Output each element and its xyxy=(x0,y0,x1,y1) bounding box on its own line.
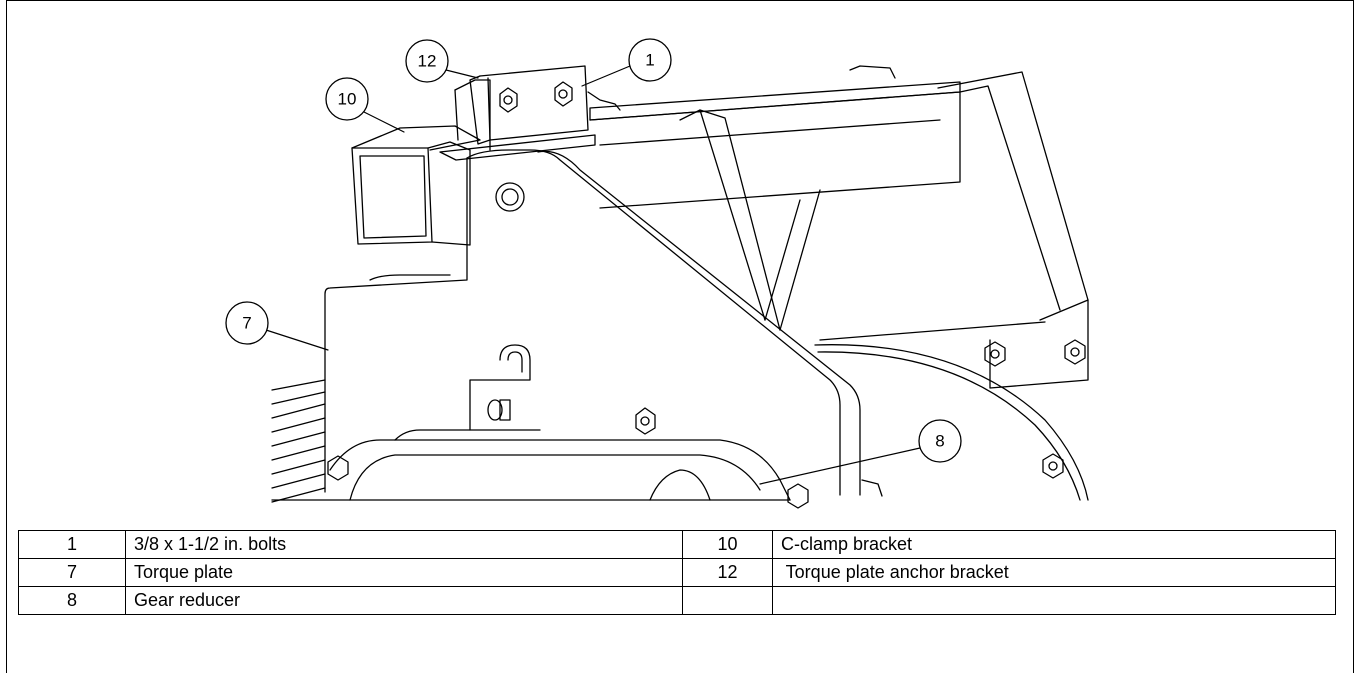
leader-lines xyxy=(265,65,921,485)
torque-plate xyxy=(324,134,861,496)
part-number: 12 xyxy=(682,558,773,587)
svg-text:10: 10 xyxy=(338,90,357,109)
svg-text:1: 1 xyxy=(645,51,654,70)
deck-nuts xyxy=(984,339,1086,479)
c-clamp-bracket xyxy=(351,79,491,246)
table-row: 7 Torque plate 12 Torque plate anchor br… xyxy=(18,558,1336,587)
parts-legend-table: 1 3/8 x 1-1/2 in. bolts 10 C-clamp brack… xyxy=(18,530,1336,615)
part-number: 10 xyxy=(682,530,773,559)
anchor-bracket xyxy=(469,65,621,145)
svg-text:8: 8 xyxy=(935,432,944,451)
svg-text:12: 12 xyxy=(418,52,437,71)
frame-left-border xyxy=(6,0,7,673)
part-description: Gear reducer xyxy=(125,586,683,615)
blade-lines xyxy=(271,379,791,503)
table-row: 8 Gear reducer xyxy=(18,586,1336,615)
frame-tube xyxy=(589,65,961,209)
table-row: 1 3/8 x 1-1/2 in. bolts 10 C-clamp brack… xyxy=(18,530,1336,559)
frame-top-border xyxy=(6,0,1353,1)
callout-10: 10 xyxy=(325,77,369,121)
part-description: Torque plate anchor bracket xyxy=(772,558,1336,587)
part-description: 3/8 x 1-1/2 in. bolts xyxy=(125,530,683,559)
part-description: C-clamp bracket xyxy=(772,530,1336,559)
part-number xyxy=(682,586,773,615)
callout-8: 8 xyxy=(918,419,962,463)
part-number: 1 xyxy=(18,530,126,559)
svg-text:7: 7 xyxy=(242,314,251,333)
callout-12: 12 xyxy=(405,39,449,83)
diagonal-brace xyxy=(679,109,821,331)
part-description xyxy=(772,586,1336,615)
rotor-deck xyxy=(814,321,1089,501)
callout-1: 1 xyxy=(628,38,672,82)
frame-right-border xyxy=(1353,0,1354,673)
assembly-drawing: 12 1 10 7 8 xyxy=(225,38,1089,509)
part-number: 8 xyxy=(18,586,126,615)
part-description: Torque plate xyxy=(125,558,683,587)
callout-7: 7 xyxy=(225,301,269,345)
part-number: 7 xyxy=(18,558,126,587)
frame-side-plate xyxy=(937,71,1089,389)
gear-reducer xyxy=(327,429,883,509)
